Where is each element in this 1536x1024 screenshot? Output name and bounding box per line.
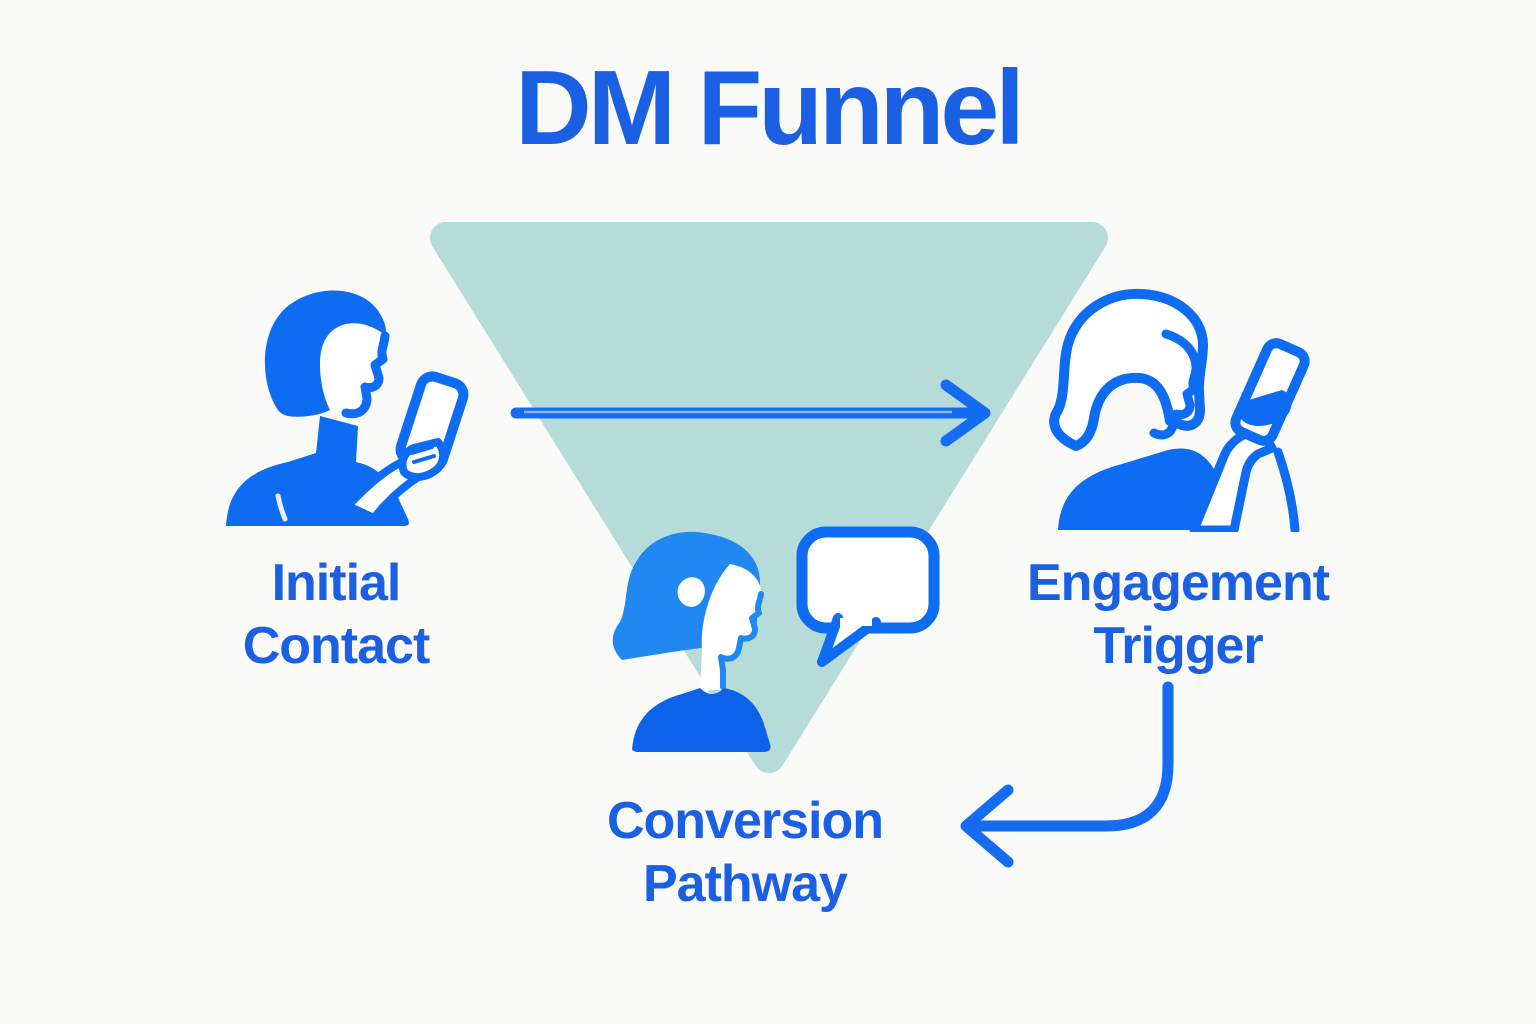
woman-with-speech-bubble-icon [612,531,771,752]
man-with-phone-icon [226,290,469,526]
diagram-title: DM Funnel [515,49,1025,167]
stage-label-initial-contact: Initial Contact [136,552,536,678]
stage-label-line: Engagement [1026,554,1330,612]
speech-bubble-icon [796,526,940,667]
stage-label-line: Trigger [1093,617,1263,675]
woman-with-phone-icon [1049,288,1310,532]
stage-label-line: Contact [242,617,431,675]
stage-label-engagement-trigger: Engagement Trigger [978,552,1378,678]
stage-label-line: Initial [271,554,402,612]
stage-label-line: Conversion [606,792,884,850]
stage-label-conversion-pathway: Conversion Pathway [545,790,945,916]
stage-label-line: Pathway [643,855,848,913]
